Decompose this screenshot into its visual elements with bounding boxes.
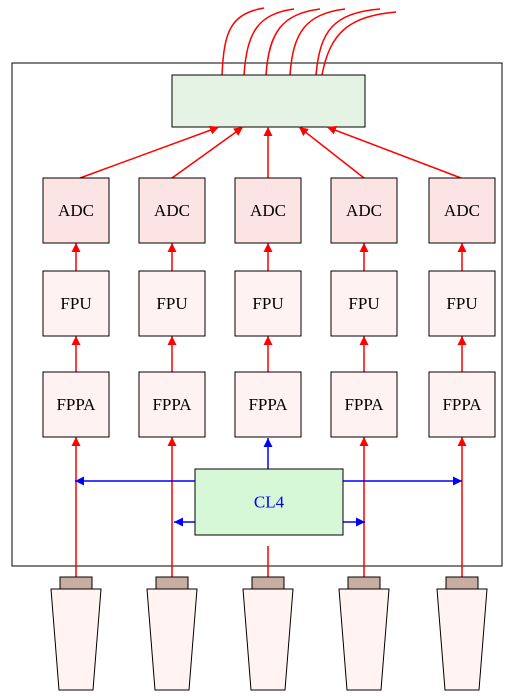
fpu-box: [428, 270, 496, 337]
adc-label: ADC: [250, 201, 286, 220]
fppa-label: FPPA: [344, 395, 384, 414]
sensor-connector: [347, 576, 381, 590]
fppa-box: [330, 371, 398, 438]
sensor-body: [242, 588, 294, 691]
adc-box: [234, 177, 302, 244]
control-unit-box: [194, 468, 344, 536]
channel-3: ADC FPU FPPA: [234, 177, 302, 578]
sensor-connector: [155, 576, 189, 590]
sensor-connector: [445, 576, 479, 590]
adc-label: ADC: [346, 201, 382, 220]
fppa-box: [428, 371, 496, 438]
channel-4: ADC FPU FPPA: [330, 177, 398, 578]
channel-1: ADC FPU FPPA: [42, 177, 110, 578]
adc-box: [428, 177, 496, 244]
output-cables: [221, 7, 397, 76]
sensor-4: [338, 576, 390, 691]
sensor-connector: [251, 576, 285, 590]
fpu-label: FPU: [60, 294, 91, 313]
fppa-box: [234, 371, 302, 438]
fpu-label: FPU: [348, 294, 379, 313]
fppa-box: [138, 371, 206, 438]
adc-label: ADC: [154, 201, 190, 220]
sensor-body: [146, 588, 198, 691]
system-frame: [11, 62, 503, 567]
readout-collector-box: [171, 74, 366, 128]
fpu-box: [234, 270, 302, 337]
fpu-label: FPU: [252, 294, 283, 313]
fppa-label: FPPA: [152, 395, 192, 414]
fppa-label: FPPA: [248, 395, 288, 414]
fpu-label: FPU: [156, 294, 187, 313]
channel-2: ADC FPU FPPA: [138, 177, 206, 578]
sensor-body: [338, 588, 390, 691]
channel-columns: ADC FPU FPPA ADC FPU FPPA ADC FPU FPPA ADC FPU FPPA…: [42, 177, 496, 578]
sensor-1: [50, 576, 102, 691]
fpu-label: FPU: [446, 294, 477, 313]
fppa-label: FPPA: [56, 395, 96, 414]
sensor-connector: [59, 576, 93, 590]
adc-label: ADC: [58, 201, 94, 220]
control-unit-label: CL4: [254, 493, 285, 512]
adc-to-collector-arrows: [79, 125, 462, 179]
sensor-3: [242, 576, 294, 691]
sensor-row: [50, 576, 488, 691]
adc-box: [138, 177, 206, 244]
fppa-label: FPPA: [442, 395, 482, 414]
control-distribution-arrows: [75, 438, 462, 527]
fpu-box: [138, 270, 206, 337]
channel-5: ADC FPU FPPA: [428, 177, 496, 578]
fppa-box: [42, 371, 110, 438]
sensor-5: [436, 576, 488, 691]
adc-box: [330, 177, 398, 244]
sensor-2: [146, 576, 198, 691]
sensor-body: [50, 588, 102, 691]
fpu-box: [330, 270, 398, 337]
adc-label: ADC: [444, 201, 480, 220]
fpu-box: [42, 270, 110, 337]
adc-box: [42, 177, 110, 244]
sensor-body: [436, 588, 488, 691]
